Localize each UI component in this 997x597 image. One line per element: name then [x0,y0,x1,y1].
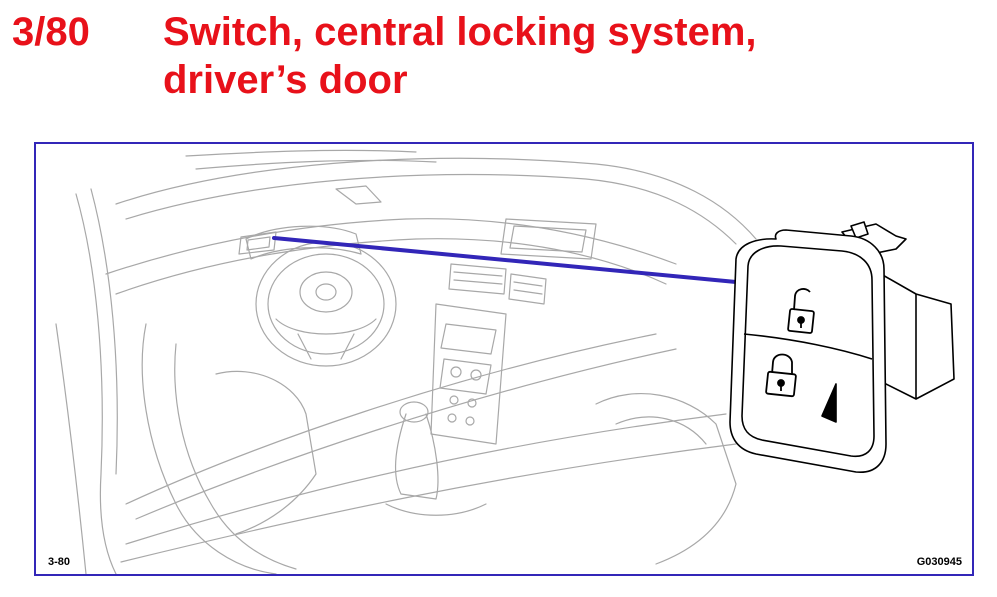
title-line-2: driver’s door [163,58,408,102]
section-code: 3/80 [12,10,90,54]
unlock-icon [787,288,815,334]
figure-svg [55,149,955,574]
title-line-1: Switch, central locking system, [163,10,757,54]
figure-frame: 3-80 G030945 [34,142,974,576]
lock-icon [765,353,797,398]
header: 3/80 Switch, central locking system, dri… [0,0,997,120]
leader-line [272,236,738,284]
figure-ref-left: 3-80 [48,556,71,568]
central-locking-switch-icon [729,221,955,473]
figure-ref-right: G030945 [916,556,962,568]
car-interior-illustration-icon [55,149,757,574]
page-title: Switch, central locking system, driver’s… [163,8,943,104]
